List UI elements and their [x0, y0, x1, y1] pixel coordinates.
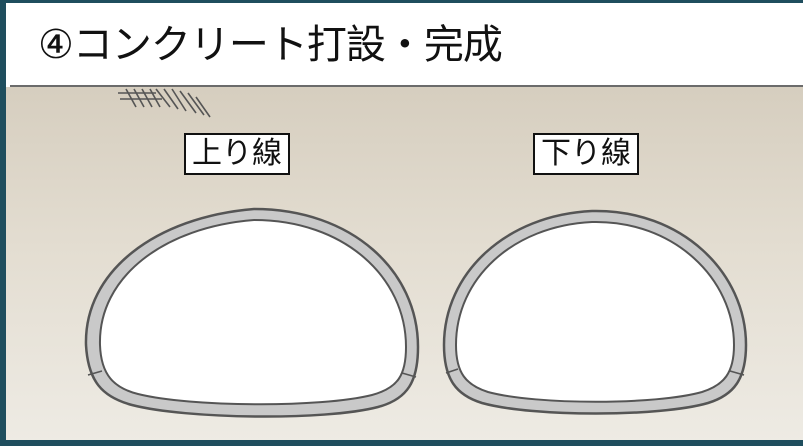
page-title: ④コンクリート打設・完成 [38, 22, 503, 68]
down-line-label: 下り線 [533, 133, 639, 175]
up-line-tunnel [84, 207, 420, 418]
down-line-tunnel [442, 209, 748, 415]
down-line-inner [454, 220, 736, 403]
title-bar: ④コンクリート打設・完成 [10, 7, 803, 87]
ground-hatch-icon [118, 88, 211, 118]
up-line-label: 上り線 [184, 133, 290, 175]
tunnel-cross-sections [84, 88, 748, 418]
up-line-inner [98, 218, 408, 406]
